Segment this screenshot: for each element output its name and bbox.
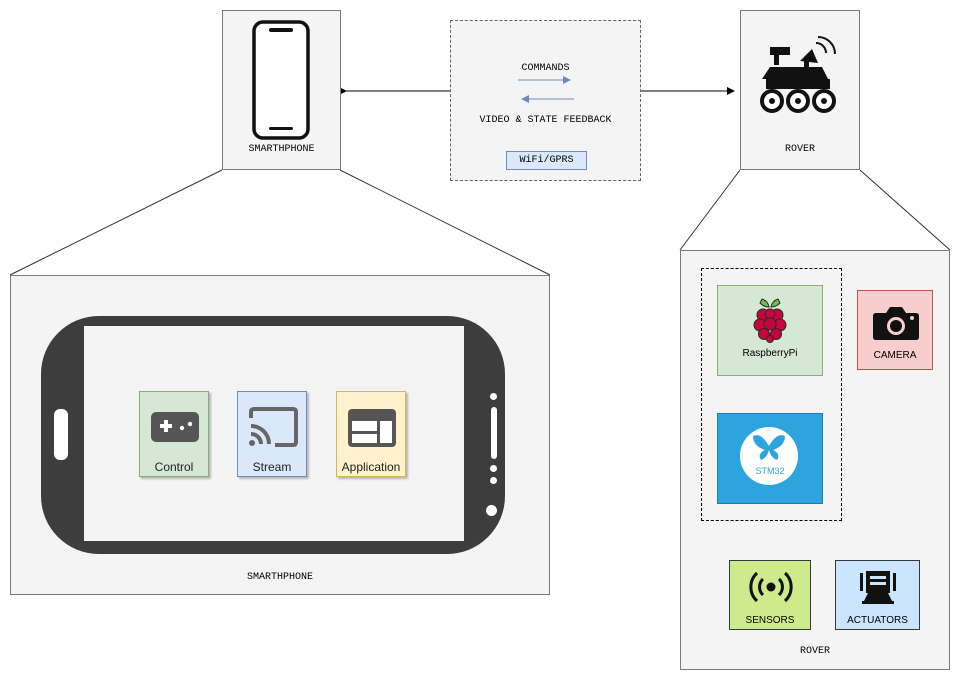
sensor-signal-icon: [749, 571, 793, 603]
app-tile-stream[interactable]: Stream: [237, 391, 307, 477]
rover-node[interactable]: ROVER: [740, 10, 860, 170]
stm32-board[interactable]: STM32: [717, 413, 823, 504]
smartphone-label: SMARTHPHONE: [248, 144, 315, 155]
rover-icon: [760, 36, 836, 113]
app-label-stream: Stream: [252, 460, 292, 474]
smartphone-detail-panel: Control Stream Application SMARTHPHONE: [10, 275, 550, 595]
gamepad-icon: [151, 412, 199, 442]
link-box: COMMANDS VIDEO & STATE FEEDBACK WiFi/GPR…: [450, 20, 641, 181]
app-tile-control[interactable]: Control: [139, 391, 209, 477]
home-button[interactable]: [52, 407, 70, 462]
raspberry-icon: [753, 298, 787, 343]
sensor-dot: [490, 477, 497, 484]
smartphone-node[interactable]: SMARTHPHONE: [222, 10, 341, 170]
camera-module[interactable]: CAMERA: [857, 290, 933, 370]
camera-icon: [873, 307, 919, 340]
web-layout-icon: [348, 409, 396, 447]
network-badge: WiFi/GPRS: [506, 151, 587, 170]
rover-label: ROVER: [784, 144, 815, 155]
stm32-logo: [740, 427, 798, 485]
sensors-module[interactable]: SENSORS: [729, 560, 811, 630]
side-slot: [491, 407, 497, 459]
feedback-label: VIDEO & STATE FEEDBACK: [479, 115, 612, 126]
smartphone-icon: [252, 20, 310, 140]
raspberrypi-board[interactable]: RaspberryPi: [717, 285, 823, 376]
direction-arrows: [518, 76, 574, 103]
commands-label: COMMANDS: [521, 63, 570, 74]
sensor-dot: [490, 465, 497, 472]
app-label-control: Control: [154, 460, 194, 474]
motor-icon: [860, 571, 896, 604]
camera-label: CAMERA: [873, 350, 917, 361]
actuators-module[interactable]: ACTUATORS: [835, 560, 920, 630]
sensor-dot: [490, 393, 497, 400]
butterfly-icon: [753, 435, 785, 460]
camera-dot: [486, 505, 497, 516]
app-label-application: Application: [341, 460, 401, 474]
raspberrypi-label: RaspberryPi: [742, 348, 798, 359]
actuators-label: ACTUATORS: [847, 615, 908, 626]
cast-icon: [249, 407, 298, 447]
controller-group: [701, 268, 842, 521]
sensors-label: SENSORS: [745, 615, 795, 626]
stm32-label: STM32: [755, 466, 785, 476]
rover-detail-label: ROVER: [799, 646, 830, 657]
smartphone-detail-label: SMARTHPHONE: [246, 572, 313, 583]
app-tile-application[interactable]: Application: [336, 391, 406, 477]
